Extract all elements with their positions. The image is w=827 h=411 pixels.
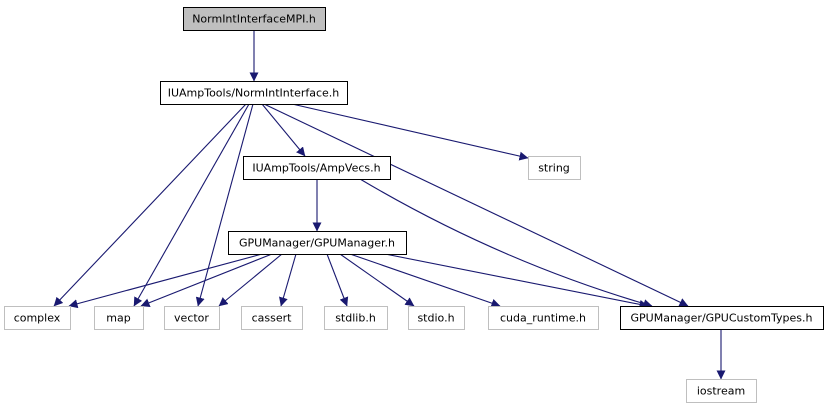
edge-normint-to-gpucustom — [263, 103, 689, 307]
edge-gpumanager-to-gpucustom — [384, 253, 649, 309]
node-gpumanager[interactable]: GPUManager/GPUManager.h — [228, 231, 407, 255]
node-label-normintmpi: NormIntInterfaceMPI.h — [192, 13, 316, 26]
node-label-gpumanager: GPUManager/GPUManager.h — [239, 237, 395, 250]
node-box-cuda — [488, 306, 599, 330]
node-iostream: iostream — [686, 379, 757, 403]
node-cuda: cuda_runtime.h — [488, 306, 599, 330]
node-label-normint: IUAmpTools/NormIntInterface.h — [168, 87, 340, 100]
node-box-normintmpi — [183, 7, 326, 31]
nodes-layer: NormIntInterfaceMPI.hIUAmpTools/NormIntI… — [4, 7, 824, 403]
node-vector: vector — [164, 306, 220, 330]
node-label-stdlib: stdlib.h — [335, 312, 376, 325]
node-label-iostream: iostream — [697, 385, 745, 398]
node-label-ampvecs: IUAmpTools/AmpVecs.h — [252, 162, 380, 175]
node-box-normint — [160, 81, 348, 105]
edge-ampvecs-to-gpucustom — [359, 178, 653, 308]
node-cassert: cassert — [241, 306, 303, 330]
node-label-map: map — [106, 312, 130, 325]
edge-gpumanager-to-cassert — [279, 253, 297, 307]
node-normintmpi[interactable]: NormIntInterfaceMPI.h — [183, 7, 326, 31]
node-label-cassert: cassert — [252, 312, 293, 325]
edge-normint-to-complex — [53, 103, 247, 307]
edge-normint-to-ampvecs — [261, 103, 306, 157]
node-box-gpucustom — [620, 306, 824, 330]
node-label-stdio: stdio.h — [417, 312, 454, 325]
edge-normint-to-vector — [195, 103, 254, 307]
node-box-vector — [164, 306, 220, 330]
edge-gpumanager-to-stdio — [339, 253, 415, 307]
node-stdio: stdio.h — [408, 306, 465, 330]
edge-normint-to-map — [133, 103, 250, 307]
edge-gpumanager-to-stdlib — [326, 253, 349, 307]
node-label-vector: vector — [174, 312, 209, 325]
edge-gpumanager-to-vector — [218, 253, 283, 307]
node-gpucustom[interactable]: GPUManager/GPUCustomTypes.h — [620, 306, 824, 330]
node-box-string — [528, 156, 581, 180]
edge-gpumanager-to-map — [140, 253, 273, 308]
node-label-cuda: cuda_runtime.h — [500, 312, 586, 325]
edge-gpumanager-to-cuda — [349, 253, 501, 308]
node-string: string — [528, 156, 581, 180]
edge-normint-to-string — [291, 103, 529, 161]
node-stdlib: stdlib.h — [324, 306, 388, 330]
node-box-complex — [4, 306, 71, 330]
node-box-iostream — [686, 379, 757, 403]
edges-layer — [53, 30, 726, 380]
node-normint[interactable]: IUAmpTools/NormIntInterface.h — [160, 81, 348, 105]
node-box-stdio — [408, 306, 465, 330]
node-box-gpumanager — [228, 231, 407, 255]
edge-gpumanager-to-complex — [68, 253, 263, 309]
node-box-cassert — [241, 306, 303, 330]
node-box-ampvecs — [243, 156, 391, 180]
node-map: map — [94, 306, 144, 330]
node-label-string: string — [538, 162, 570, 175]
node-label-gpucustom: GPUManager/GPUCustomTypes.h — [631, 312, 813, 325]
node-complex: complex — [4, 306, 71, 330]
node-box-stdlib — [324, 306, 388, 330]
node-ampvecs[interactable]: IUAmpTools/AmpVecs.h — [243, 156, 391, 180]
node-label-complex: complex — [14, 312, 61, 325]
node-box-map — [94, 306, 144, 330]
